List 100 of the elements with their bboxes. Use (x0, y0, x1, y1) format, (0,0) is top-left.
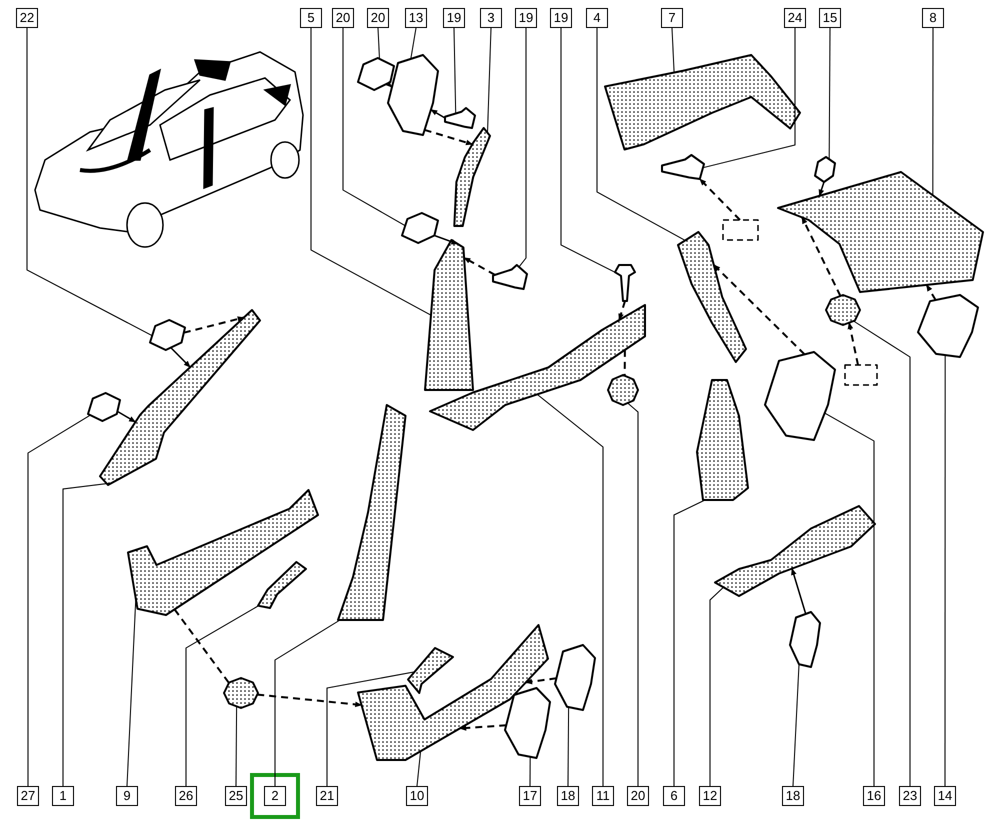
trim-panel-drawing (425, 240, 473, 390)
arrow (170, 347, 191, 368)
arrow (430, 109, 446, 119)
clip-drawing (88, 393, 120, 421)
dashed-arrow (699, 178, 741, 221)
dashed-box (723, 220, 758, 240)
callout-number: 20 (367, 8, 389, 28)
leader-line (627, 402, 638, 786)
trim-panel-drawing (100, 310, 260, 485)
grommet-drawing (224, 678, 258, 708)
bracket-drawing (918, 295, 978, 357)
callout-number: 22 (16, 8, 38, 28)
clip-drawing (358, 58, 394, 90)
dashed-arrow (926, 284, 936, 301)
dashed-arrow (184, 316, 245, 334)
leader-line (710, 586, 724, 786)
callout-number: 7 (661, 8, 683, 28)
leader-line (932, 28, 934, 196)
leader-line (828, 28, 830, 160)
trim-panel-drawing (358, 625, 548, 760)
leader-line (342, 28, 406, 226)
bracket-drawing (765, 352, 835, 440)
callout-number: 19 (443, 8, 465, 28)
dashed-arrow (618, 300, 626, 321)
leader-line (487, 28, 492, 134)
pad-drawing (258, 562, 306, 608)
leader-line (568, 706, 570, 786)
callout-number: 5 (300, 8, 322, 28)
dashed-arrow (713, 264, 806, 356)
grommet-drawing (826, 295, 860, 325)
callout-number: 13 (405, 8, 427, 28)
dashed-arrow (464, 256, 496, 276)
screw-drawing (615, 265, 635, 301)
leader-line (536, 394, 604, 786)
leader-line (824, 412, 874, 786)
leader-line (236, 706, 238, 786)
leader-line (26, 28, 153, 336)
clip-drawing (815, 157, 835, 182)
callout-number: 9 (116, 786, 138, 806)
callout-number: 26 (175, 786, 197, 806)
callout-number: 20 (332, 8, 354, 28)
leader-line (454, 28, 456, 114)
leader-line (310, 28, 432, 316)
callout-number: 19 (550, 8, 572, 28)
dashed-arrow (801, 216, 842, 296)
trim-panel-drawing (715, 506, 875, 596)
leader-line (792, 664, 800, 786)
leader-line (560, 28, 616, 274)
callout-number: 17 (519, 786, 541, 806)
bracket-drawing (505, 688, 550, 758)
leader-line (274, 620, 340, 786)
leader-line (853, 320, 910, 786)
callout-number: 25 (225, 786, 247, 806)
leader-line (518, 28, 526, 268)
bracket-drawing (790, 612, 820, 667)
callout-number: 21 (316, 786, 338, 806)
callout-number: 6 (663, 786, 685, 806)
callout-number: 10 (406, 786, 428, 806)
trim-panel-drawing (778, 172, 983, 292)
leader-line (596, 28, 686, 241)
callout-number: 4 (586, 8, 608, 28)
leader-line (126, 598, 136, 786)
leader-line (944, 354, 946, 786)
callout-number: 12 (699, 786, 721, 806)
trim-panel-drawing (128, 490, 318, 615)
callout-number: 18 (782, 786, 804, 806)
leader-line (326, 671, 415, 786)
dashed-box (845, 365, 877, 385)
callout-number: 14 (934, 786, 956, 806)
callout-number: 23 (899, 786, 921, 806)
dashed-arrow (424, 128, 473, 146)
arrow (385, 80, 392, 88)
leader-line (416, 750, 422, 786)
clip-drawing (150, 320, 185, 350)
dashed-arrow (848, 322, 859, 366)
bracket-drawing (555, 645, 595, 710)
callout-number: 19 (515, 8, 537, 28)
dashed-arrow (525, 677, 557, 684)
callout-number: 18 (557, 786, 579, 806)
leader-line (702, 28, 796, 168)
arrow (791, 568, 806, 614)
arrow (434, 234, 458, 245)
callout-number: 2 (264, 786, 286, 806)
callout-number: 1 (52, 786, 74, 806)
callout-number: 16 (863, 786, 885, 806)
callout-number: 20 (627, 786, 649, 806)
leader-line (530, 756, 531, 786)
leader-line (186, 605, 259, 786)
trim-panel-drawing (678, 232, 746, 362)
callout-number: 24 (784, 8, 806, 28)
leader-line (410, 28, 416, 60)
clip-drawing (402, 213, 438, 243)
arrow (117, 410, 136, 423)
arrow (818, 182, 825, 197)
dashed-arrow (257, 694, 362, 708)
pad-drawing (408, 648, 453, 693)
grommet-drawing (608, 375, 638, 405)
callout-number: 8 (922, 8, 944, 28)
callout-number: 27 (17, 786, 39, 806)
leader-line (674, 500, 706, 786)
